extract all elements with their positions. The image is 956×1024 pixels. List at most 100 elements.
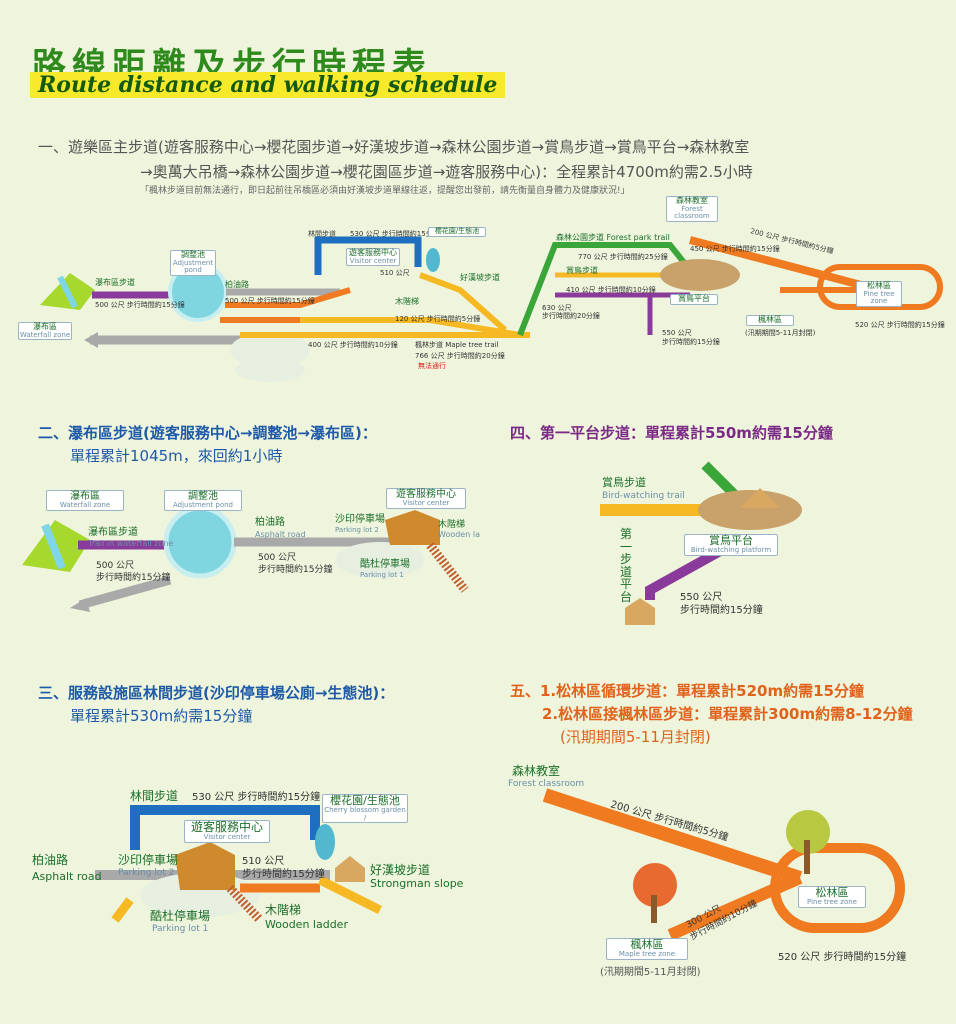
maple-tree-icon [633, 863, 677, 907]
svg-text:酷杜停車場: 酷杜停車場 [150, 908, 210, 923]
svg-text:林間步道: 林間步道 [130, 789, 178, 803]
section2-summary: 單程累計1045m，來回約1小時 [70, 447, 283, 465]
bird-platform-shape [660, 259, 740, 291]
svg-text:Forest classroom: Forest classroom [508, 779, 584, 789]
svg-text:Parking lot 2: Parking lot 2 [118, 868, 174, 878]
svg-text:510 公尺: 510 公尺 [242, 855, 284, 867]
svg-text:Bird-watching trail: Bird-watching trail [602, 491, 685, 501]
svg-text:120 公尺 步行時間約5分鐘: 120 公尺 步行時間約5分鐘 [395, 314, 480, 323]
page-subtitle: Route distance and walking schedule [30, 72, 506, 98]
svg-text:530 公尺 步行時間約15分鐘: 530 公尺 步行時間約15分鐘 [192, 790, 320, 803]
visitor-center-icon [385, 510, 440, 545]
svg-text:410 公尺 步行時間約10分鐘: 410 公尺 步行時間約10分鐘 [566, 285, 656, 294]
first-platform-map: 賞鳥步道 Bird-watching trail 550 公尺 步行時間約15分… [600, 461, 802, 625]
svg-text:450 公尺 步行時間約15分鐘: 450 公尺 步行時間約15分鐘 [690, 244, 780, 253]
svg-text:630 公尺: 630 公尺 [542, 304, 572, 312]
svg-text:(汛期期間5-11月封閉): (汛期期間5-11月封閉) [600, 965, 701, 978]
section1-note: 「楓林步道目前無法通行，即日起前往吊橋區必須由好漢坡步道單線往返，提醒您出發前，… [140, 186, 630, 196]
svg-text:賞鳥步道: 賞鳥步道 [566, 265, 598, 275]
waterfall-trail-map: 瀑布區步道 Trail in waterfall zone 500 公尺 步行時… [22, 505, 480, 612]
svg-text:好漢坡步道: 好漢坡步道 [370, 863, 430, 877]
svg-text:Trail in waterfall zone: Trail in waterfall zone [87, 539, 173, 548]
pine-loop-shape [770, 843, 905, 933]
svg-text:510 公尺: 510 公尺 [380, 269, 410, 277]
svg-text:(汛期期間5-11月封閉): (汛期期間5-11月封閉) [745, 328, 816, 337]
service-trail-map: 林間步道 530 公尺 步行時間約15分鐘 柏油路 Asphalt road 沙… [32, 789, 464, 934]
svg-text:530 公尺 步行時間約15分鐘: 530 公尺 步行時間約15分鐘 [350, 229, 440, 238]
pine-maple-map: 森林教室 Forest classroom 200 公尺 步行時間約5分鐘 30… [508, 763, 906, 978]
svg-text:瀑布區步道: 瀑布區步道 [88, 525, 138, 538]
svg-text:400 公尺 步行時間約10分鐘: 400 公尺 步行時間約10分鐘 [308, 340, 398, 349]
cherry-box: 櫻花園/生態池 [428, 227, 486, 237]
svg-text:木階梯: 木階梯 [395, 296, 419, 306]
svg-text:Parking lot 1: Parking lot 1 [152, 924, 208, 934]
section5-line2: 2.松林區接楓林區步道：單程累計300m約需8-12分鐘 [542, 705, 913, 723]
eco-pond-icon [315, 824, 335, 860]
section4-heading: 四、第一平台步道：單程累計550m約需15分鐘 [510, 424, 833, 442]
svg-text:森林教室: 森林教室 [512, 763, 560, 778]
svg-text:柏油路: 柏油路 [225, 279, 249, 289]
svg-text:Strongman slope: Strongman slope [370, 877, 464, 890]
svg-text:Parking lot 1: Parking lot 1 [360, 571, 404, 579]
pond-icon [163, 505, 237, 579]
svg-text:Asphalt road: Asphalt road [255, 530, 306, 539]
first-platform-label: 第一步道平台 [620, 527, 633, 604]
parking-lot-shape [230, 332, 310, 368]
arrow-left-icon [70, 598, 90, 612]
svg-text:瀑布區步道: 瀑布區步道 [95, 277, 135, 287]
svg-text:步行時間約15分鐘: 步行時間約15分鐘 [258, 563, 332, 575]
svg-text:520 公尺 步行時間約15分鐘: 520 公尺 步行時間約15分鐘 [855, 320, 945, 329]
svg-text:賞鳥步道: 賞鳥步道 [602, 475, 646, 489]
svg-text:木階梯: 木階梯 [438, 518, 465, 530]
svg-text:Wooden ladder: Wooden ladder [265, 918, 348, 931]
svg-text:Wooden ladder: Wooden ladder [438, 530, 480, 539]
section5-heading: 五、1.松林區循環步道：單程累計520m約需15分鐘 [510, 682, 864, 700]
svg-text:步行時間約20分鐘: 步行時間約20分鐘 [542, 311, 600, 320]
maple-zone-box: 楓林區 [746, 315, 794, 326]
svg-text:沙印停車場: 沙印停車場 [118, 852, 178, 867]
svg-text:500 公尺 步行時間約15分鐘: 500 公尺 步行時間約15分鐘 [225, 296, 315, 305]
svg-text:林間步道: 林間步道 [308, 229, 336, 238]
svg-text:770 公尺 步行時間約25分鐘: 770 公尺 步行時間約25分鐘 [578, 252, 668, 261]
svg-text:步行時間約15分鐘: 步行時間約15分鐘 [680, 603, 763, 616]
section3-summary: 單程累計530m約需15分鐘 [70, 707, 253, 725]
pavilion-icon [335, 856, 365, 882]
section1-heading: 一、遊樂區主步道(遊客服務中心→櫻花園步道→好漢坡步道→森林公園步道→賞鳥步道→… [38, 138, 750, 156]
svg-text:步行時間約15分鐘: 步行時間約15分鐘 [242, 867, 325, 880]
svg-text:沙印停車場: 沙印停車場 [335, 512, 385, 525]
pavilion-icon-2 [625, 598, 655, 625]
main-trail-map: 瀑布區步道 500 公尺 步行時間約15分鐘 柏油路 500 公尺 步行時間約1… [40, 226, 945, 382]
svg-text:520 公尺 步行時間約15分鐘: 520 公尺 步行時間約15分鐘 [778, 950, 906, 963]
section1-summary: →奧萬大吊橋→森林公園步道→櫻花園區步道→遊客服務中心)：全程累計4700m約需… [140, 163, 753, 181]
svg-text:500 公尺: 500 公尺 [258, 552, 296, 563]
svg-text:無法通行: 無法通行 [418, 361, 446, 370]
svg-text:好漢坡步道: 好漢坡步道 [460, 272, 500, 282]
section5-line3: (汛期期間5-11月封閉) [560, 728, 711, 746]
svg-text:森林公園步道 Forest park trail: 森林公園步道 Forest park trail [556, 232, 670, 242]
bird-platform-box: 賞鳥平台 [670, 294, 718, 305]
svg-text:550 公尺: 550 公尺 [680, 591, 722, 603]
section3-heading: 三、服務設施區林間步道(沙印停車場公廁→生態池)： [38, 684, 395, 702]
svg-text:500 公尺 步行時間約15分鐘: 500 公尺 步行時間約15分鐘 [95, 300, 185, 309]
svg-text:楓林步道 Maple tree trail: 楓林步道 Maple tree trail [415, 340, 499, 349]
eco-pond-icon [426, 248, 440, 272]
svg-text:500 公尺: 500 公尺 [96, 560, 134, 571]
svg-text:木階梯: 木階梯 [265, 902, 301, 917]
svg-text:550 公尺: 550 公尺 [662, 329, 692, 337]
pavilion-icon [740, 488, 780, 508]
pine-tree-icon [786, 810, 830, 854]
svg-text:Asphalt road: Asphalt road [32, 870, 102, 883]
svg-text:酷杜停車場: 酷杜停車場 [360, 557, 410, 570]
section2-heading: 二、瀑布區步道(遊客服務中心→調整池→瀑布區)： [38, 424, 377, 442]
